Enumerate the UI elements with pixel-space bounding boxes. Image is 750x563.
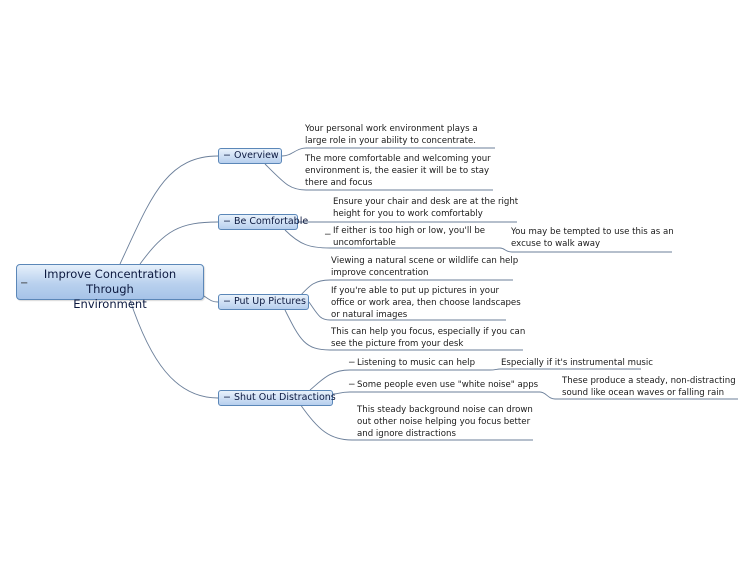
distractions-topic-1-child[interactable]: Especially if it's instrumental music <box>501 357 653 369</box>
collapse-icon[interactable]: − <box>223 392 231 403</box>
comfortable-topic-1[interactable]: Ensure your chair and desk are at the ri… <box>333 196 518 220</box>
root-title-line-1: Improve Concentration Through <box>43 267 177 296</box>
text-line: see the picture from your desk <box>331 339 464 349</box>
text-line: Some people even use "white noise" apps <box>357 380 539 390</box>
collapse-icon[interactable]: − <box>324 230 332 240</box>
text-line: out other noise helping you focus better <box>357 417 531 427</box>
distractions-topic-1[interactable]: Listening to music can help <box>357 357 475 369</box>
comfortable-topic-2-child[interactable]: You may be tempted to use this as an exc… <box>511 226 674 250</box>
branch-shut-out-distractions-label: Shut Out Distractions <box>233 392 336 403</box>
root-title-line-2: Environment <box>73 297 147 311</box>
branch-put-up-pictures[interactable]: −Put Up Pictures <box>218 294 309 310</box>
distractions-topic-2[interactable]: Some people even use "white noise" apps <box>357 379 538 391</box>
text-line: If either is too high or low, you'll be <box>333 226 486 236</box>
overview-topic-2[interactable]: The more comfortable and welcoming your … <box>305 153 491 189</box>
branch-put-up-pictures-label: Put Up Pictures <box>233 296 306 307</box>
branch-be-comfortable-label: Be Comfortable <box>233 216 309 227</box>
collapse-icon[interactable]: − <box>223 296 231 307</box>
branch-overview-label: Overview <box>233 150 279 161</box>
text-line: large role in your ability to concentrat… <box>305 136 477 146</box>
collapse-icon[interactable]: − <box>348 380 356 390</box>
text-line: sound like ocean waves or falling rain <box>562 388 725 398</box>
text-line: or natural images <box>331 310 408 320</box>
text-line: and ignore distractions <box>357 429 456 439</box>
text-line: improve concentration <box>331 268 429 278</box>
pictures-topic-3[interactable]: This can help you focus, especially if y… <box>331 326 525 350</box>
text-line: there and focus <box>305 178 373 188</box>
distractions-topic-3[interactable]: This steady background noise can drown o… <box>357 404 533 440</box>
root-topic[interactable]: Improve Concentration Through Environmen… <box>16 264 204 311</box>
text-line: This can help you focus, especially if y… <box>331 327 526 337</box>
text-line: Your personal work environment plays a <box>305 124 478 134</box>
text-line: excuse to walk away <box>511 239 601 249</box>
text-line: environment is, the easier it will be to… <box>305 166 490 176</box>
text-line: This steady background noise can drown <box>357 405 533 415</box>
root-topic-title: Improve Concentration Through Environmen… <box>23 267 197 312</box>
text-line: Listening to music can help <box>357 358 476 368</box>
text-line: height for you to work comfortably <box>333 209 483 219</box>
text-line: Ensure your chair and desk are at the ri… <box>333 197 519 207</box>
distractions-topic-2-child[interactable]: These produce a steady, non-distracting … <box>562 375 736 399</box>
text-line: office or work area, then choose landsca… <box>331 298 521 308</box>
branch-be-comfortable[interactable]: −Be Comfortable <box>218 214 308 230</box>
text-line: These produce a steady, non-distracting <box>562 376 736 386</box>
collapse-icon[interactable]: − <box>348 358 356 368</box>
collapse-icon[interactable]: − <box>223 150 231 161</box>
text-line: If you're able to put up pictures in you… <box>331 286 500 296</box>
text-line: You may be tempted to use this as an <box>511 227 674 237</box>
pictures-topic-1[interactable]: Viewing a natural scene or wildlife can … <box>331 255 518 279</box>
pictures-topic-2[interactable]: If you're able to put up pictures in you… <box>331 285 521 321</box>
text-line: uncomfortable <box>333 238 396 248</box>
text-line: Viewing a natural scene or wildlife can … <box>331 256 519 266</box>
overview-topic-1[interactable]: Your personal work environment plays a l… <box>305 123 478 147</box>
text-line: The more comfortable and welcoming your <box>305 154 491 164</box>
comfortable-topic-2[interactable]: If either is too high or low, you'll be … <box>333 225 485 249</box>
text-line: Especially if it's instrumental music <box>501 358 654 368</box>
branch-shut-out-distractions[interactable]: −Shut Out Distractions <box>218 390 336 406</box>
collapse-icon[interactable]: − <box>20 278 29 289</box>
branch-overview[interactable]: −Overview <box>218 148 282 164</box>
collapse-icon[interactable]: − <box>223 216 231 227</box>
